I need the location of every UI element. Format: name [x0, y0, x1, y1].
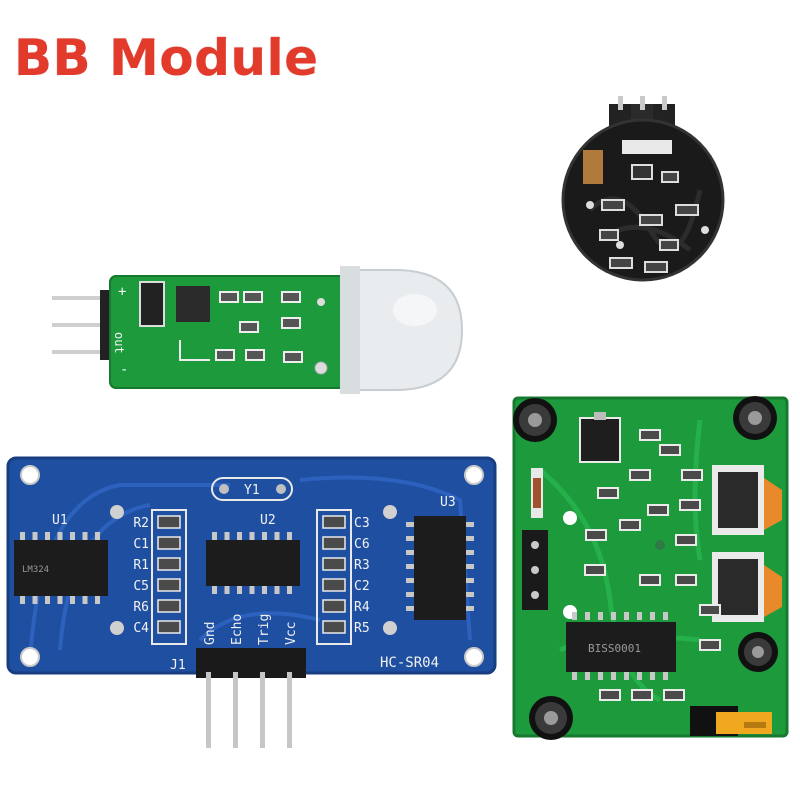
label-u2: U2: [260, 513, 276, 528]
component-label: C4: [133, 621, 149, 636]
electrolytic-capacitor: [733, 396, 777, 440]
svg-text:LM324: LM324: [22, 565, 49, 575]
label-y1: Y1: [244, 483, 260, 498]
component-label: C3: [354, 516, 370, 531]
electrolytic-capacitor: [529, 696, 573, 740]
chip-u2: [206, 532, 300, 594]
component-label: C5: [133, 579, 149, 594]
electrolytic-capacitor: [513, 398, 557, 442]
regulator-ic: [176, 286, 210, 322]
smd-component: [157, 536, 181, 550]
smd-component: [322, 620, 346, 634]
round-pir-module: [561, 96, 725, 282]
component-label: R5: [354, 621, 370, 636]
chip-u3: [406, 516, 474, 620]
header-pin-label: Vcc: [284, 622, 299, 645]
header-pin-label: Echo: [230, 614, 245, 645]
label-hc-sr04: HC-SR04: [380, 655, 439, 671]
hc-sr501-module: BISS0001: [512, 396, 789, 740]
smd-component: [157, 578, 181, 592]
smd-component: [157, 620, 181, 634]
component-label: C1: [133, 537, 149, 552]
smd-component: [322, 578, 346, 592]
smd-component: [322, 536, 346, 550]
smd-component: [322, 557, 346, 571]
component-label: R3: [354, 558, 370, 573]
tantalum-capacitor: [583, 150, 603, 184]
potentiometer: [712, 552, 782, 622]
smd-component: [157, 557, 181, 571]
component-label: C2: [354, 579, 370, 594]
electrolytic-capacitor: [738, 632, 778, 672]
component-label: R6: [133, 600, 149, 615]
label-u1: U1: [52, 513, 68, 528]
component-label: R4: [354, 600, 370, 615]
product-title: BB Module: [14, 29, 319, 87]
smd-component: [322, 599, 346, 613]
smd-component: [157, 515, 181, 529]
fresnel-dome: [352, 270, 462, 390]
pin-label-out: out: [112, 332, 126, 354]
header-pin-label: Gnd: [203, 622, 218, 645]
chip-biss0001: BISS0001: [566, 612, 676, 680]
potentiometer: [712, 465, 782, 535]
component-label: R2: [133, 516, 149, 531]
pin-label-plus: +: [118, 284, 126, 300]
pin-label-minus: -: [120, 362, 128, 378]
component-label: R1: [133, 558, 149, 573]
smd-component: [157, 599, 181, 613]
label-u3: U3: [440, 495, 456, 510]
label-j1: J1: [170, 658, 186, 673]
component-label: C6: [354, 537, 370, 552]
smd-component: [322, 515, 346, 529]
chip-u1: LM324: [14, 532, 108, 604]
header-pin-label: Trig: [257, 614, 272, 645]
chip-label: BISS0001: [588, 642, 641, 655]
mini-pir-module: + out -: [52, 266, 464, 394]
